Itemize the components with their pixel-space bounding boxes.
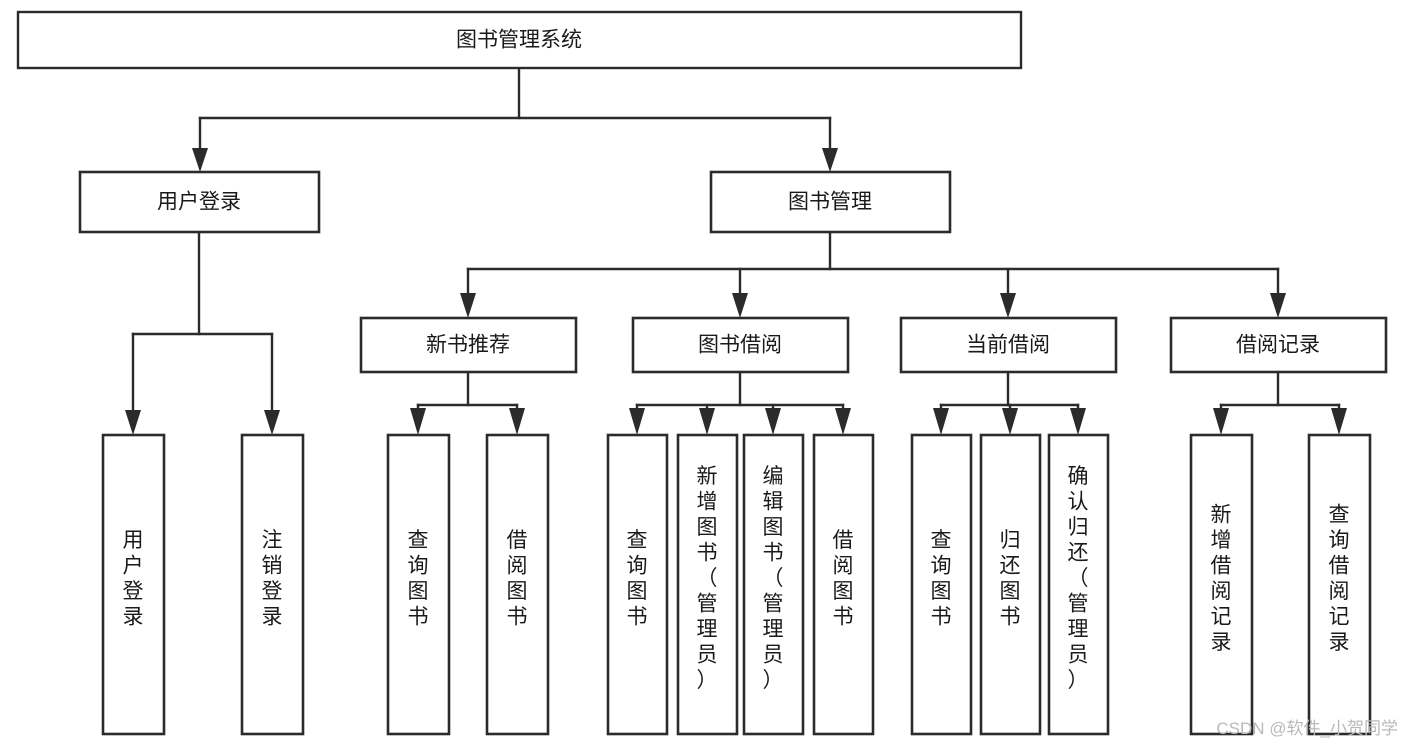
node-current-borrow[interactable]: 当前借阅 bbox=[899, 316, 1118, 374]
leaf-node-book-borrow-edit[interactable]: 编辑图书（管理员） bbox=[742, 433, 805, 736]
node-book-management[interactable]: 图书管理 bbox=[709, 170, 952, 234]
leaf-label: 确认归还（管理员） bbox=[1068, 465, 1089, 692]
arrowhead-leaf-book-borrow-2 bbox=[765, 408, 781, 435]
arrowhead-book-manage bbox=[822, 148, 838, 172]
leaf-box[interactable] bbox=[1189, 433, 1254, 736]
leaf-box[interactable] bbox=[1047, 433, 1110, 736]
leaf-label: 借阅图书 bbox=[833, 529, 854, 629]
leaf-label: 注销登录 bbox=[262, 529, 283, 629]
borrow-record-box[interactable] bbox=[1169, 316, 1388, 374]
arrowhead-leaf-borrow-record-0 bbox=[1213, 408, 1229, 435]
node-book-borrow[interactable]: 图书借阅 bbox=[631, 316, 850, 374]
leaf-box[interactable] bbox=[910, 433, 973, 736]
user-login-box[interactable] bbox=[78, 170, 321, 234]
arrowhead-leaf-current-borrow-0 bbox=[933, 408, 949, 435]
arrowhead-new-book-recommend bbox=[460, 293, 476, 318]
new-book-recommend-box[interactable] bbox=[359, 316, 578, 374]
arrowhead-leaf-current-borrow-2 bbox=[1070, 408, 1086, 435]
leaf-box[interactable] bbox=[101, 433, 166, 736]
leaf-node-book-borrow-lend[interactable]: 借阅图书 bbox=[812, 433, 875, 736]
arrowhead-leaf-book-borrow-3 bbox=[835, 408, 851, 435]
leaf-label: 查询图书 bbox=[627, 529, 648, 629]
node-root-book-management-system[interactable]: 图书管理系统 bbox=[16, 10, 1023, 70]
leaf-node-user-login-login[interactable]: 用户登录 bbox=[101, 433, 166, 736]
leaf-box[interactable] bbox=[1307, 433, 1372, 736]
leaf-node-current-borrow-confirm[interactable]: 确认归还（管理员） bbox=[1047, 433, 1110, 736]
arrowhead-leaf-new-book-0 bbox=[410, 408, 426, 435]
user-login-label: 用户登录 bbox=[157, 191, 241, 214]
leaf-box[interactable] bbox=[979, 433, 1042, 736]
leaf-box[interactable] bbox=[812, 433, 875, 736]
new-book-recommend-label: 新书推荐 bbox=[426, 334, 510, 357]
leaf-box[interactable] bbox=[386, 433, 451, 736]
arrowhead-user-login bbox=[192, 148, 208, 172]
connectors-layer bbox=[125, 66, 1347, 435]
leaf-node-borrow-record-query[interactable]: 查询借阅记录 bbox=[1307, 433, 1372, 736]
arrowhead-leaf-book-borrow-0 bbox=[629, 408, 645, 435]
borrow-record-label: 借阅记录 bbox=[1236, 334, 1320, 357]
arrowhead-leaf-user-login-1 bbox=[264, 410, 280, 435]
arrowhead-leaf-book-borrow-1 bbox=[699, 408, 715, 435]
node-user-login[interactable]: 用户登录 bbox=[78, 170, 321, 234]
current-borrow-box[interactable] bbox=[899, 316, 1118, 374]
book-borrow-box[interactable] bbox=[631, 316, 850, 374]
node-borrow-record[interactable]: 借阅记录 bbox=[1169, 316, 1388, 374]
leaf-label: 编辑图书（管理员） bbox=[763, 465, 784, 692]
arrowhead-leaf-new-book-1 bbox=[509, 408, 525, 435]
arrowhead-book-borrow bbox=[732, 293, 748, 318]
leaf-node-book-borrow-add[interactable]: 新增图书（管理员） bbox=[676, 433, 739, 736]
leaf-node-new-book-query[interactable]: 查询图书 bbox=[386, 433, 451, 736]
leaf-node-current-borrow-query[interactable]: 查询图书 bbox=[910, 433, 973, 736]
root-box[interactable] bbox=[16, 10, 1023, 70]
leaf-box[interactable] bbox=[485, 433, 550, 736]
leaf-label: 用户登录 bbox=[123, 529, 144, 629]
arrowhead-leaf-user-login-0 bbox=[125, 410, 141, 435]
leaf-label: 查询图书 bbox=[408, 529, 429, 629]
book-management-box[interactable] bbox=[709, 170, 952, 234]
leaf-box[interactable] bbox=[240, 433, 305, 736]
leaf-node-new-book-borrow[interactable]: 借阅图书 bbox=[485, 433, 550, 736]
leaf-label: 查询借阅记录 bbox=[1329, 503, 1350, 654]
leaf-label: 新增借阅记录 bbox=[1211, 503, 1232, 654]
leaf-node-book-borrow-query[interactable]: 查询图书 bbox=[606, 433, 669, 736]
root-label: 图书管理系统 bbox=[456, 29, 582, 52]
arrowhead-leaf-borrow-record-1 bbox=[1331, 408, 1347, 435]
leaf-box[interactable] bbox=[606, 433, 669, 736]
leaf-box[interactable] bbox=[676, 433, 739, 736]
leaf-node-borrow-record-add[interactable]: 新增借阅记录 bbox=[1189, 433, 1254, 736]
current-borrow-label: 当前借阅 bbox=[966, 334, 1050, 357]
leaf-label: 归还图书 bbox=[1000, 529, 1021, 629]
leaf-node-current-borrow-return[interactable]: 归还图书 bbox=[979, 433, 1042, 736]
leaf-label: 查询图书 bbox=[931, 529, 952, 629]
leaf-node-user-login-logout[interactable]: 注销登录 bbox=[240, 433, 305, 736]
csdn-watermark: CSDN @软件_小贺同学 bbox=[1216, 719, 1398, 738]
arrowhead-leaf-current-borrow-1 bbox=[1002, 408, 1018, 435]
book-management-label: 图书管理 bbox=[788, 191, 872, 214]
node-new-book-recommend[interactable]: 新书推荐 bbox=[359, 316, 578, 374]
arrowhead-current-borrow bbox=[1000, 293, 1016, 318]
leaf-label: 新增图书（管理员） bbox=[697, 465, 718, 692]
arrowhead-borrow-record bbox=[1270, 293, 1286, 318]
book-borrow-label: 图书借阅 bbox=[698, 334, 782, 357]
leaf-box[interactable] bbox=[742, 433, 805, 736]
leaf-label: 借阅图书 bbox=[507, 529, 528, 629]
